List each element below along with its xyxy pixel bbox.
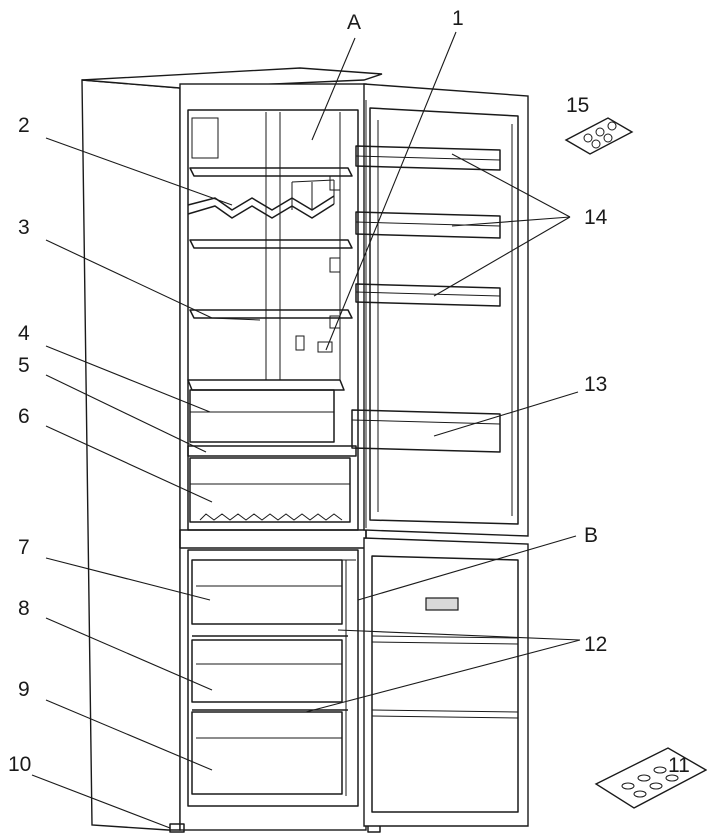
callout-5: 5	[18, 354, 30, 377]
crisper-drawer	[189, 457, 351, 523]
callout-4: 4	[18, 322, 30, 345]
leader-lines	[31, 31, 581, 829]
callout-6: 6	[18, 405, 30, 428]
callout-11: 11	[668, 754, 690, 777]
callout-1: 1	[452, 7, 464, 30]
callout-9: 9	[18, 678, 30, 701]
callout-B: B	[584, 524, 598, 547]
door-balconies	[355, 145, 501, 307]
freezer-door	[363, 537, 529, 827]
fridge-interior	[189, 112, 353, 380]
egg-tray-large	[594, 747, 707, 809]
glass-shelves	[189, 239, 353, 321]
egg-tray-small	[564, 117, 634, 155]
callout-A: A	[347, 11, 361, 34]
callout-13: 13	[584, 373, 607, 396]
crisper-cover	[187, 445, 357, 457]
callout-2: 2	[18, 114, 30, 137]
callout-7: 7	[18, 536, 30, 559]
freezer-drawers	[191, 559, 356, 796]
callout-8: 8	[18, 597, 30, 620]
callout-10: 10	[8, 753, 31, 776]
chiller-drawer	[187, 379, 345, 443]
callout-3: 3	[18, 216, 30, 239]
cabinet-body	[81, 67, 383, 831]
fridge-door	[363, 83, 529, 537]
callout-labels: A 1 2 3 4 5 6 7 8 9 10 11 12 13 14 15 B	[8, 7, 690, 777]
callout-15: 15	[566, 94, 589, 117]
callout-14: 14	[584, 206, 608, 229]
callout-12: 12	[584, 633, 607, 656]
